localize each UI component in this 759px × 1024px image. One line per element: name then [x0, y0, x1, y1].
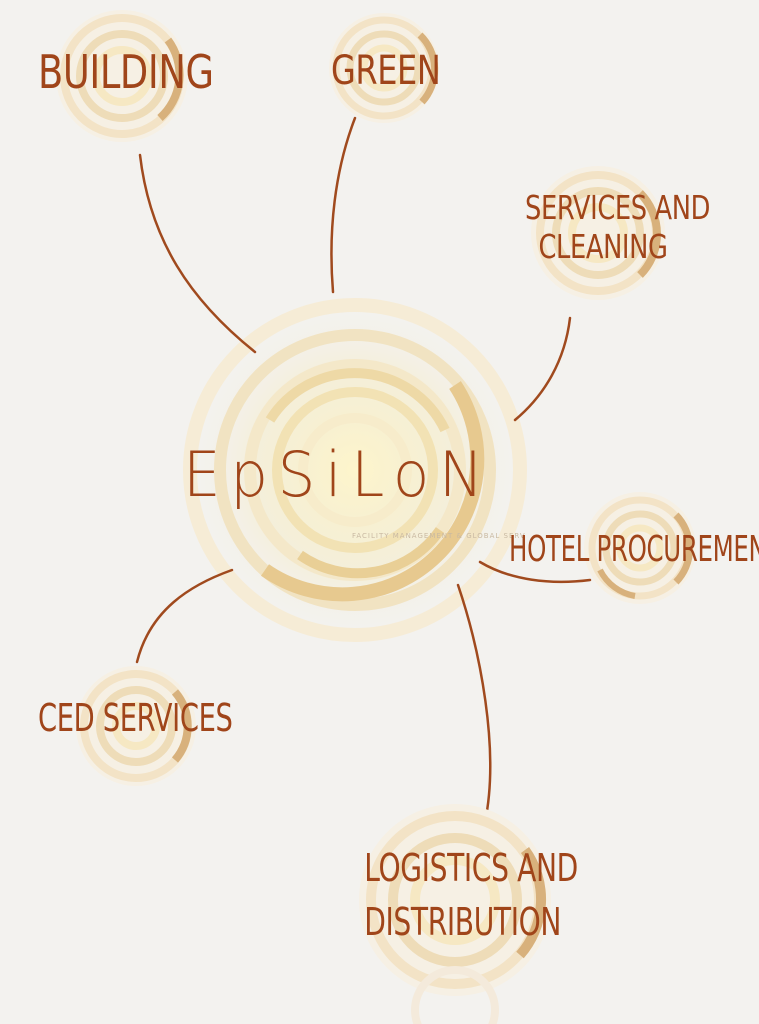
ring-icon-building	[56, 10, 188, 142]
ring-icon-hotel	[584, 492, 696, 604]
connectors	[135, 116, 592, 824]
logo-tagline: FACILITY MANAGEMENT & GLOBAL SERV	[352, 532, 526, 540]
connector-services	[513, 316, 572, 422]
node-label-green: GREEN	[331, 48, 441, 94]
node-label-ced: CED SERVICES	[38, 696, 233, 740]
connector-building	[138, 153, 257, 354]
connector-hotel	[478, 560, 592, 584]
connector-logistics	[456, 583, 492, 824]
central-rings	[180, 295, 530, 645]
node-label-services: SERVICES AND CLEANING	[525, 188, 711, 266]
node-label-logistics: LOGISTICS AND DISTRIBUTION	[364, 846, 578, 944]
ring-icon-services	[531, 166, 665, 300]
ring-icon-green	[329, 13, 439, 123]
connector-ced	[135, 568, 234, 664]
connector-green	[330, 116, 357, 294]
node-label-hotel: HOTEL PROCUREMENT	[509, 529, 759, 570]
node-label-building: BUILDING	[38, 45, 214, 99]
ring-icon-logistics	[359, 804, 551, 1024]
ring-icon-ced	[76, 666, 196, 786]
logo-wordmark: EpSiLoN	[183, 438, 493, 511]
